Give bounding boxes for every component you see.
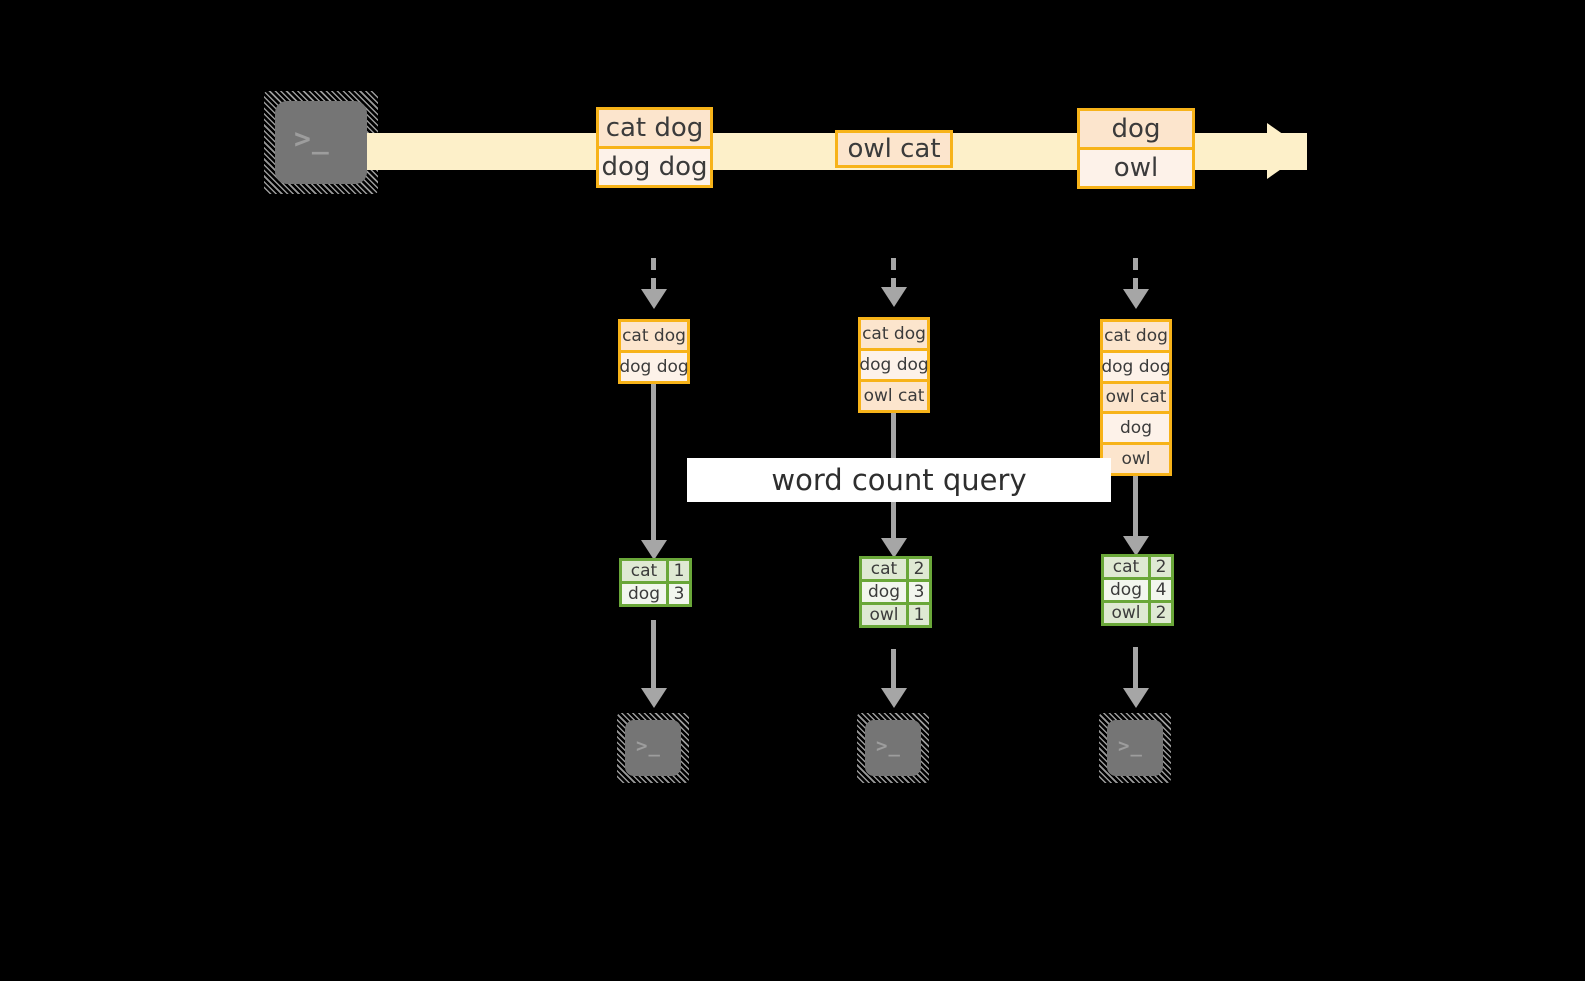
arrow-head-icon (1123, 688, 1149, 708)
result-table: cat 1 dog 3 (619, 558, 692, 607)
input-snapshot-table: cat dog dog dog owl cat dog owl (1100, 319, 1172, 476)
stream-record: cat dog dog dog (596, 107, 713, 188)
input-row: cat dog (861, 320, 927, 348)
result-to-sink-connector (891, 649, 896, 698)
input-row: cat dog (621, 322, 687, 350)
result-row: cat 2 (862, 559, 929, 579)
terminal-face (275, 101, 367, 184)
input-snapshot-table: cat dog dog dog (618, 319, 690, 384)
sink-terminal-icon: >_ (1099, 713, 1171, 783)
terminal-prompt-glyph: >_ (294, 122, 330, 155)
query-connector (1133, 476, 1138, 546)
arrow-head-icon (881, 538, 907, 558)
result-table: cat 2 dog 4 owl 2 (1101, 554, 1174, 626)
stream-record: owl cat (835, 130, 953, 168)
result-row: cat 2 (1104, 557, 1171, 577)
input-row: owl cat (861, 379, 927, 410)
input-row: dog (1103, 411, 1169, 443)
arrow-head-icon (641, 289, 667, 309)
result-to-sink-connector (1133, 647, 1138, 698)
arrow-head-icon (881, 688, 907, 708)
result-key: dog (622, 584, 666, 604)
input-row: owl cat (1103, 380, 1169, 412)
result-value: 4 (1148, 580, 1171, 600)
result-value: 3 (666, 584, 689, 604)
result-key: cat (622, 561, 666, 581)
terminal-face (625, 720, 681, 776)
terminal-prompt-glyph: >_ (636, 735, 661, 757)
stream-to-input-connector (651, 258, 656, 290)
sink-terminal-icon: >_ (617, 713, 689, 783)
input-row: owl (1103, 442, 1169, 473)
stream-record-line: owl cat (838, 133, 950, 165)
arrow-head-icon (881, 287, 907, 307)
result-value: 2 (906, 559, 929, 579)
query-connector (651, 384, 656, 549)
result-key: dog (1104, 580, 1148, 600)
result-key: owl (862, 605, 906, 625)
stream-to-input-connector (1133, 258, 1138, 290)
result-value: 3 (906, 582, 929, 602)
result-table: cat 2 dog 3 owl 1 (859, 556, 932, 628)
result-key: owl (1104, 603, 1148, 623)
terminal-face (1107, 720, 1163, 776)
terminal-prompt-glyph: >_ (876, 735, 901, 757)
result-row: dog 3 (862, 579, 929, 602)
stream-record-line: cat dog (599, 110, 710, 146)
input-row: dog dog (859, 348, 929, 379)
input-row: cat dog (1103, 322, 1169, 350)
result-key: cat (1104, 557, 1148, 577)
result-value: 2 (1148, 603, 1171, 623)
terminal-prompt-glyph: >_ (1118, 735, 1143, 757)
arrow-head-icon (1123, 536, 1149, 556)
input-row: dog dog (619, 350, 689, 381)
stream-record-line: dog (1080, 111, 1192, 147)
input-snapshot-table: cat dog dog dog owl cat (858, 317, 930, 413)
stream-arrow-head-icon (1267, 123, 1307, 179)
result-value: 1 (906, 605, 929, 625)
input-row: dog dog (1101, 349, 1171, 381)
stream-record: dog owl (1077, 108, 1195, 189)
result-row: owl 2 (1104, 600, 1171, 623)
result-row: dog 3 (622, 581, 689, 604)
arrow-head-icon (1123, 289, 1149, 309)
stream-record-line: dog dog (599, 146, 710, 185)
stream-record-line: owl (1080, 147, 1192, 186)
source-terminal-icon: >_ (264, 91, 378, 194)
result-key: dog (862, 582, 906, 602)
result-key: cat (862, 559, 906, 579)
result-value: 2 (1148, 557, 1171, 577)
result-row: cat 1 (622, 561, 689, 581)
arrow-head-icon (641, 688, 667, 708)
result-value: 1 (666, 561, 689, 581)
result-to-sink-connector (651, 620, 656, 698)
stream-to-input-connector (891, 258, 896, 288)
arrow-head-icon (641, 540, 667, 560)
sink-terminal-icon: >_ (857, 713, 929, 783)
result-row: dog 4 (1104, 577, 1171, 600)
terminal-face (865, 720, 921, 776)
query-label: word count query (687, 458, 1111, 502)
result-row: owl 1 (862, 602, 929, 625)
